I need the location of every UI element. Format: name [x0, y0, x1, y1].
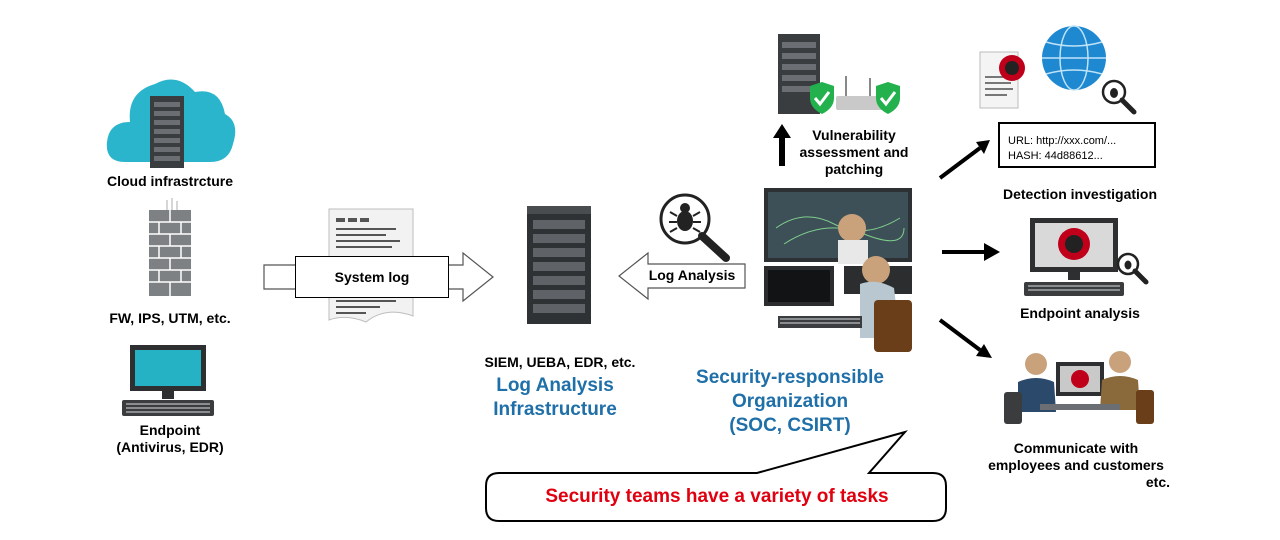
endpoint-label-line2: (Antivirus, EDR) — [116, 439, 224, 455]
organization-title: Security-responsible Organization (SOC, … — [670, 366, 910, 438]
firewall-icon — [149, 198, 191, 296]
arrow-to-communicate — [938, 318, 992, 358]
log-analysis-arrow — [618, 251, 746, 301]
communicate-line1: Communicate with — [1013, 440, 1139, 456]
vulnerability-line2: assessment and — [799, 144, 909, 160]
vulnerability-line1: Vulnerability — [812, 127, 896, 143]
communicate-line3: etc. — [1145, 474, 1170, 490]
vulnerability-label: Vulnerability assessment and patching — [784, 127, 924, 178]
detection-hash: HASH: 44d88612... — [1008, 150, 1103, 162]
arrow-to-endpoint-analysis — [942, 243, 1000, 261]
log-analysis-infrastructure-title: Log Analysis Infrastructure — [440, 374, 670, 422]
bug-magnifier-icon — [659, 193, 730, 262]
vulnerability-server-router-icon — [778, 34, 900, 114]
detection-url: URL: http://xxx.com/... — [1008, 135, 1117, 147]
siem-server-icon — [527, 206, 591, 324]
soc-analyst-icon — [764, 188, 912, 352]
log-analysis-label: Log Analysis — [648, 267, 736, 283]
callout-text: Security teams have a variety of tasks — [545, 486, 889, 507]
communicate-label: Communicate with employees and customers… — [976, 440, 1176, 491]
callout-bubble — [485, 430, 947, 522]
cloud-label: Cloud infrastrcture — [106, 173, 233, 189]
org-title-line2: Organization — [731, 391, 849, 412]
arrow-up-vulnerability — [773, 124, 791, 166]
vulnerability-line3: patching — [824, 161, 884, 177]
communicate-people-icon — [1004, 351, 1154, 424]
infra-title-line2: Infrastructure — [493, 399, 617, 420]
detection-globe-doc-icon — [979, 25, 1137, 115]
org-title-line1: Security-responsible — [696, 367, 884, 388]
arrow-to-detection — [938, 140, 990, 180]
detection-ioc-box: URL: http://xxx.com/... HASH: 44d88612..… — [998, 122, 1156, 168]
endpoint-analysis-pc-icon — [1024, 218, 1149, 296]
org-title-line3: (SOC, CSIRT) — [729, 415, 851, 436]
endpoint-analysis-label: Endpoint analysis — [1020, 305, 1140, 321]
communicate-line2: employees and customers — [988, 457, 1164, 473]
detection-label: Detection investigation — [1002, 186, 1158, 202]
firewall-label: FW, IPS, UTM, etc. — [109, 310, 231, 326]
endpoint-label: Endpoint (Antivirus, EDR) — [80, 422, 260, 456]
endpoint-pc-icon — [122, 345, 214, 416]
siem-tools-label: SIEM, UEBA, EDR, etc. — [484, 354, 636, 370]
cloud-server-icon — [106, 79, 236, 168]
infra-title-line1: Log Analysis — [496, 375, 614, 396]
system-log-label: System log — [295, 256, 449, 298]
endpoint-label-line1: Endpoint — [139, 422, 201, 438]
